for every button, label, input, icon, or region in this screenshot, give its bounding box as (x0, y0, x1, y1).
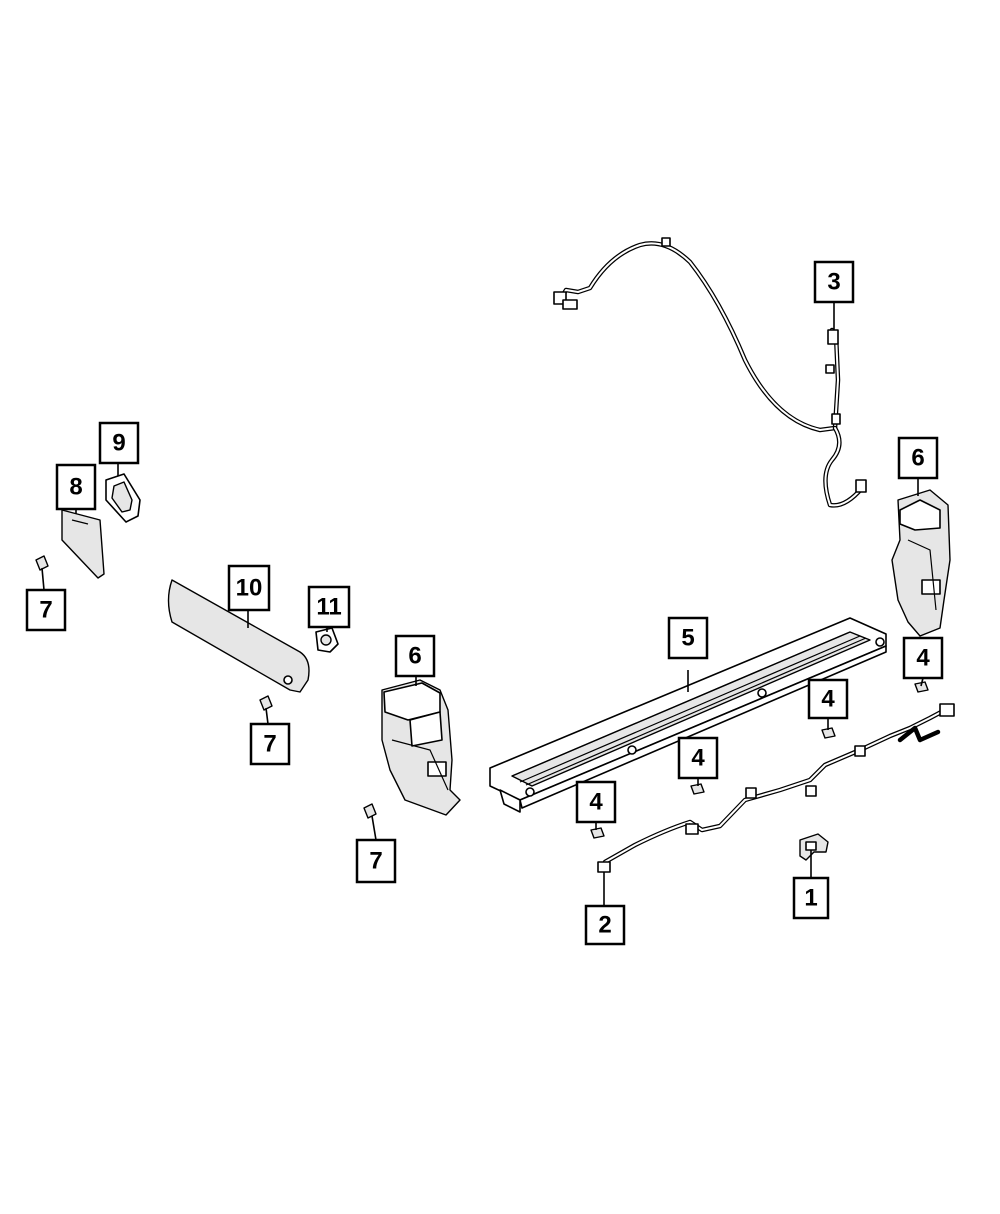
callout-10: 10 (227, 564, 271, 612)
push-pin-icon (35, 555, 49, 571)
connector-icon (827, 329, 839, 345)
callout-7: 7 (25, 588, 67, 632)
callout-9: 9 (98, 421, 140, 465)
step-assembly (489, 617, 887, 813)
clip-icon (805, 785, 817, 797)
svg-text:7: 7 (263, 731, 276, 758)
connector-icon (562, 299, 578, 310)
callout-8: 8 (55, 463, 97, 511)
svg-text:3: 3 (827, 269, 840, 296)
callout-4: 4 (677, 736, 719, 780)
svg-text:10: 10 (236, 575, 263, 602)
svg-text:1: 1 (804, 885, 817, 912)
upper-wiring-harness (553, 237, 867, 508)
end-cap-right (891, 489, 951, 637)
connector-icon (597, 861, 611, 873)
svg-text:4: 4 (821, 686, 835, 713)
clip-icon (831, 413, 841, 425)
clip-icon (661, 237, 671, 247)
clip-icon (590, 827, 605, 839)
callout-4: 4 (807, 678, 849, 720)
svg-text:8: 8 (69, 474, 82, 501)
bracket (799, 833, 829, 861)
svg-text:11: 11 (316, 594, 341, 621)
push-pin-icon (363, 803, 377, 819)
svg-text:2: 2 (598, 912, 611, 939)
push-pin-icon (259, 695, 273, 711)
lower-wiring-harness (597, 703, 955, 873)
trim-panel (167, 579, 310, 693)
connector-icon (855, 479, 867, 493)
clip-icon (854, 745, 866, 757)
callout-1: 1 (792, 876, 830, 920)
end-cap-left (381, 679, 461, 816)
callout-3: 3 (813, 260, 855, 304)
svg-text:4: 4 (589, 789, 603, 816)
callout-7: 7 (355, 838, 397, 884)
fasteners (35, 555, 929, 839)
grommet (315, 627, 339, 653)
svg-text:5: 5 (681, 625, 694, 652)
callout-4: 4 (902, 636, 944, 680)
svg-text:6: 6 (408, 643, 421, 670)
clip-icon (825, 364, 835, 374)
svg-text:4: 4 (916, 645, 930, 672)
callout-6: 6 (897, 436, 939, 480)
svg-text:4: 4 (691, 745, 705, 772)
svg-text:7: 7 (39, 597, 52, 624)
svg-text:7: 7 (369, 848, 382, 875)
callout-11: 11 (307, 585, 351, 629)
bezel (105, 473, 141, 523)
callout-5: 5 (667, 616, 709, 660)
callout-4: 4 (575, 780, 617, 824)
leader-lines (41, 302, 924, 906)
callout-7: 7 (249, 722, 291, 766)
callout-2: 2 (584, 904, 626, 946)
callout-6: 6 (394, 634, 436, 678)
svg-text:9: 9 (112, 430, 125, 457)
clip-icon (745, 787, 757, 799)
svg-text:6: 6 (911, 445, 924, 472)
pad (61, 509, 105, 579)
connector-icon (685, 823, 699, 835)
connector-icon (939, 703, 955, 717)
